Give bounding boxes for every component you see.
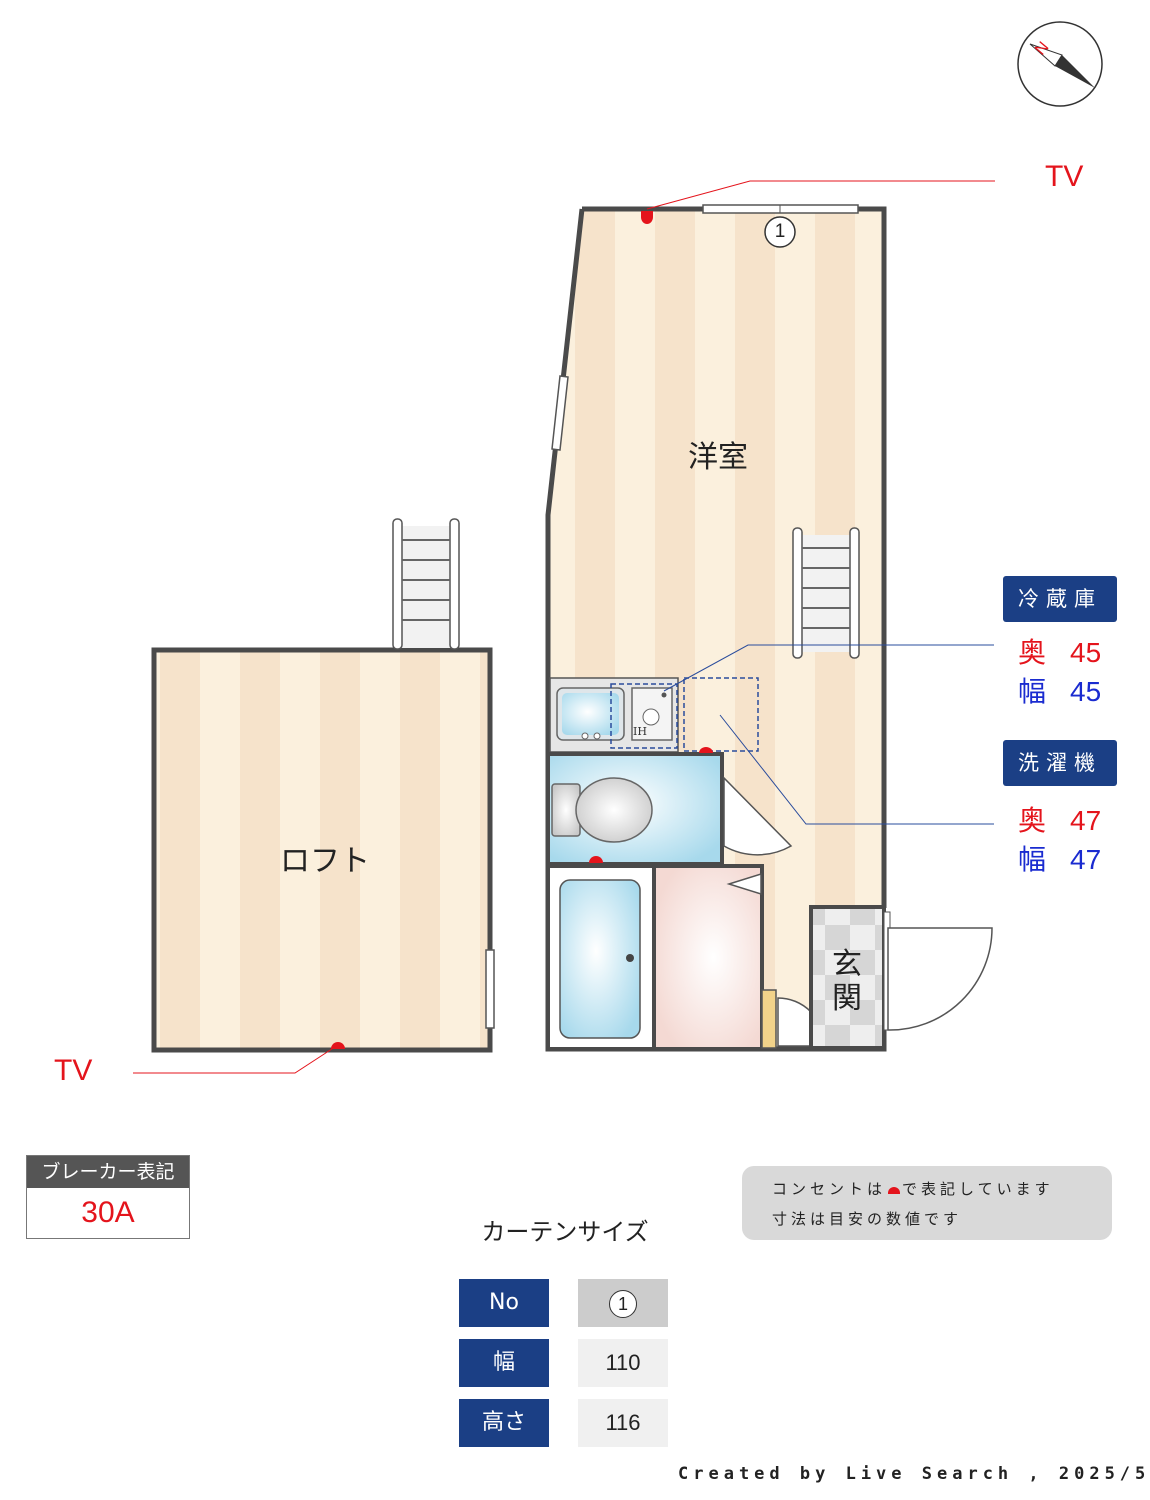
washer-tag: 洗濯機 [1003,740,1117,786]
loft-ladder-icon [392,518,460,650]
window-top [702,204,859,248]
curtain-number-badge: 1 [609,1290,637,1319]
curtain-title: カーテンサイズ [481,1218,649,1246]
washer-depth-label: 奥 [1018,805,1047,836]
fridge-tag: 冷蔵庫 [1003,576,1117,622]
room-label-western: 洋室 [688,440,748,475]
fridge-depth-value: 45 [1070,637,1102,668]
curtain-header-height: 高さ [459,1399,549,1447]
curtain-value-no: 1 [578,1279,668,1327]
note-line-1-end: で表記しています [902,1180,1054,1198]
kitchen-counter: IH [549,677,679,753]
window-number: 1 [774,221,786,242]
compass-icon: N [1017,21,1103,107]
breaker-value: 30A [81,1196,135,1229]
ih-label: IH [633,725,647,738]
credit-text: Created by Live Search , 2025/5 [678,1464,1150,1484]
note-line-1-start: コンセントは [772,1180,887,1198]
floor-plan: N IH [133,21,1103,1074]
washer-width-label: 幅 [1018,844,1047,875]
tv-label-lower: TV [54,1054,93,1087]
ladder-icon [792,527,860,659]
legend-note: コンセントはで表記しています 寸法は目安の数値です [742,1166,1112,1240]
fridge-width-label: 幅 [1018,676,1047,707]
fridge-depth: 奥 45 [1018,631,1101,671]
washer-depth-value: 47 [1070,805,1102,836]
fridge-width-value: 45 [1070,676,1102,707]
outlet-legend-icon [888,1187,901,1194]
breaker-title: ブレーカー表記 [27,1156,189,1188]
loft-floor [151,647,493,1053]
curtain-value-height: 116 [578,1399,668,1447]
washer-depth: 奥 47 [1018,799,1101,839]
washer-width: 幅 47 [1018,838,1101,878]
tv-label-upper: TV [1045,160,1084,193]
entrance-area [809,905,993,1050]
room-label-entrance: 玄関 [832,947,862,1016]
breaker-box: ブレーカー表記 30A [26,1155,190,1239]
toilet-room [546,752,793,866]
note-line-1: コンセントはで表記しています [772,1174,1112,1204]
fridge-depth-label: 奥 [1018,637,1047,668]
washer-space [683,677,759,752]
note-line-2: 寸法は目安の数値です [772,1210,963,1228]
washer-width-value: 47 [1070,844,1102,875]
bath-room [546,864,656,1051]
fridge-width: 幅 45 [1018,670,1101,710]
curtain-header-width: 幅 [459,1339,549,1387]
bathtub-icon [559,879,641,1039]
room-label-loft: ロフト [280,844,370,879]
toilet-icon [551,777,653,843]
curtain-value-width: 110 [578,1339,668,1387]
curtain-header-no: No [459,1279,549,1327]
